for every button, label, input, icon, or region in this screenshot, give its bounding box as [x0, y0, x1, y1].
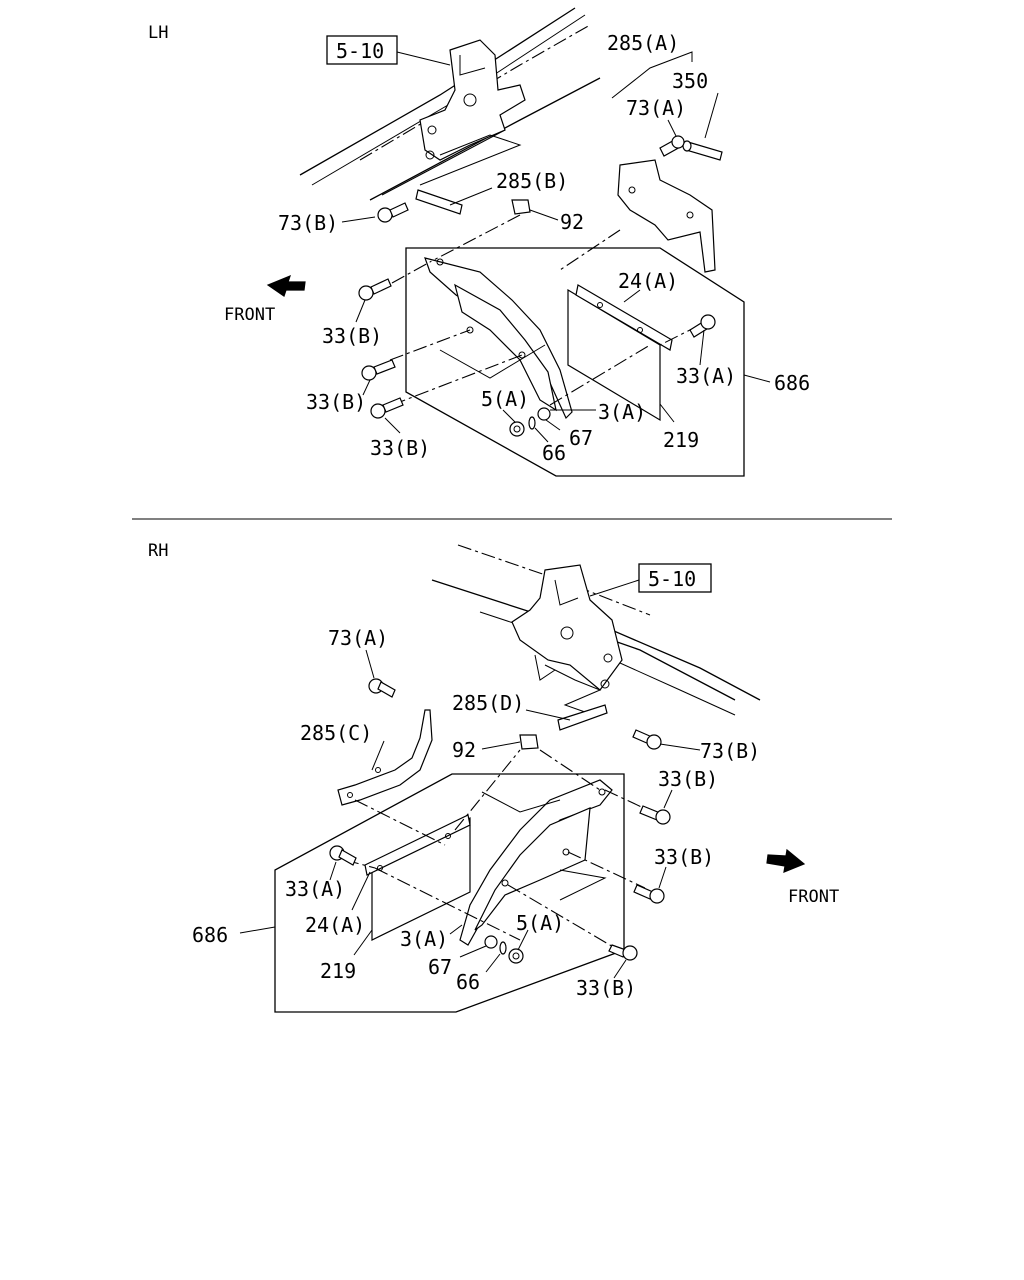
- rh-leader-lines: [239, 649, 701, 979]
- rh-label-66: 66: [456, 970, 480, 994]
- lh-label-67: 67: [569, 426, 593, 450]
- lh-frame-bracket: [419, 39, 526, 161]
- lh-label-285a: 285(A): [607, 31, 679, 55]
- rh-nut-5a: [508, 948, 524, 964]
- rh-section-title: RH: [148, 541, 168, 561]
- lh-section-title: LH: [148, 23, 168, 43]
- lh-assembly-686-outline: [405, 247, 745, 477]
- lh-label-5a: 5(A): [481, 387, 529, 411]
- rh-label-33a: 33(A): [285, 877, 345, 901]
- rh-front-label: FRONT: [788, 887, 839, 907]
- rh-label-73a: 73(A): [328, 626, 388, 650]
- rh-fender-stay: [459, 779, 613, 946]
- lh-label-92: 92: [560, 210, 584, 234]
- rh-label-285d: 285(D): [452, 691, 524, 715]
- lh-fender-stay: [424, 257, 573, 420]
- lh-leader-lines: [341, 51, 771, 443]
- lh-clip-92: [511, 199, 531, 215]
- rh-plate-285d: [557, 704, 608, 731]
- lh-bolt-33b-3: [370, 397, 404, 419]
- rh-section: RH 5-10: [148, 541, 839, 1013]
- lh-label-24a: 24(A): [618, 269, 678, 293]
- rh-label-33b-1: 33(B): [658, 767, 718, 791]
- lh-section: LH 5-10: [148, 7, 810, 477]
- rh-label-92: 92: [452, 738, 476, 762]
- rh-mudguard-219: [364, 814, 471, 941]
- lh-front-arrow: FRONT: [224, 274, 306, 325]
- rh-bolt-33b-1: [639, 805, 671, 825]
- rh-bolt-33b-3: [608, 944, 638, 961]
- rh-alignment-lines: [344, 749, 649, 949]
- rh-bolt-73b: [632, 729, 662, 750]
- lh-label-73b: 73(B): [278, 211, 338, 235]
- rh-label-3a: 3(A): [400, 927, 448, 951]
- lh-label-33b-3: 33(B): [370, 436, 430, 460]
- rh-label-24a: 24(A): [305, 913, 365, 937]
- lh-label-686: 686: [774, 371, 810, 395]
- lh-label-66: 66: [542, 441, 566, 465]
- lh-front-label: FRONT: [224, 305, 275, 325]
- lh-mudguard-219: [567, 284, 673, 422]
- rh-guide-upper: [544, 664, 602, 713]
- lh-ref-box-label: 5-10: [336, 39, 384, 63]
- lh-guide-upper: [419, 134, 522, 186]
- lh-bolt-73b: [377, 202, 409, 223]
- rh-label-67: 67: [428, 955, 452, 979]
- lh-bolt-33a: [689, 314, 716, 338]
- rh-label-5a: 5(A): [516, 911, 564, 935]
- lh-washer-66: [528, 416, 536, 430]
- lh-label-33b-2: 33(B): [306, 390, 366, 414]
- rh-label-686: 686: [192, 923, 228, 947]
- rh-ref-box: 5-10: [589, 563, 712, 597]
- lh-bolt-33b-2: [361, 359, 396, 381]
- rh-bolt-73a: [368, 678, 396, 698]
- rh-bolt-33a: [329, 845, 357, 866]
- lh-label-350: 350: [672, 69, 708, 93]
- rh-washer-66: [499, 941, 507, 955]
- lh-label-285b: 285(B): [496, 169, 568, 193]
- rh-clip-92: [519, 734, 539, 750]
- rh-ref-box-label: 5-10: [648, 567, 696, 591]
- lh-bolt-73a: [659, 135, 685, 157]
- lh-ref-box: 5-10: [326, 35, 451, 66]
- rh-bolt-33b-2: [633, 884, 665, 904]
- lh-label-33a: 33(A): [676, 364, 736, 388]
- rh-label-73b: 73(B): [700, 739, 760, 763]
- rh-frame-bracket: [511, 564, 623, 691]
- rh-label-219: 219: [320, 959, 356, 983]
- lh-bracket-285a: [617, 140, 723, 273]
- lh-plate-285b: [415, 189, 463, 215]
- lh-frame-rail: [299, 7, 601, 201]
- rh-label-285c: 285(C): [300, 721, 372, 745]
- rh-washer-67: [484, 935, 498, 949]
- rh-label-33b-2: 33(B): [654, 845, 714, 869]
- lh-label-73a: 73(A): [626, 96, 686, 120]
- rh-label-33b-3: 33(B): [576, 976, 636, 1000]
- lh-bolt-33b-1: [358, 278, 392, 301]
- lh-nut-5a: [509, 421, 525, 437]
- lh-label-33b-1: 33(B): [322, 324, 382, 348]
- lh-label-3a: 3(A): [598, 400, 646, 424]
- lh-label-219: 219: [663, 428, 699, 452]
- rh-bracket-285c: [337, 709, 433, 806]
- lh-washer-67: [537, 407, 551, 421]
- rh-front-arrow: FRONT: [766, 848, 839, 907]
